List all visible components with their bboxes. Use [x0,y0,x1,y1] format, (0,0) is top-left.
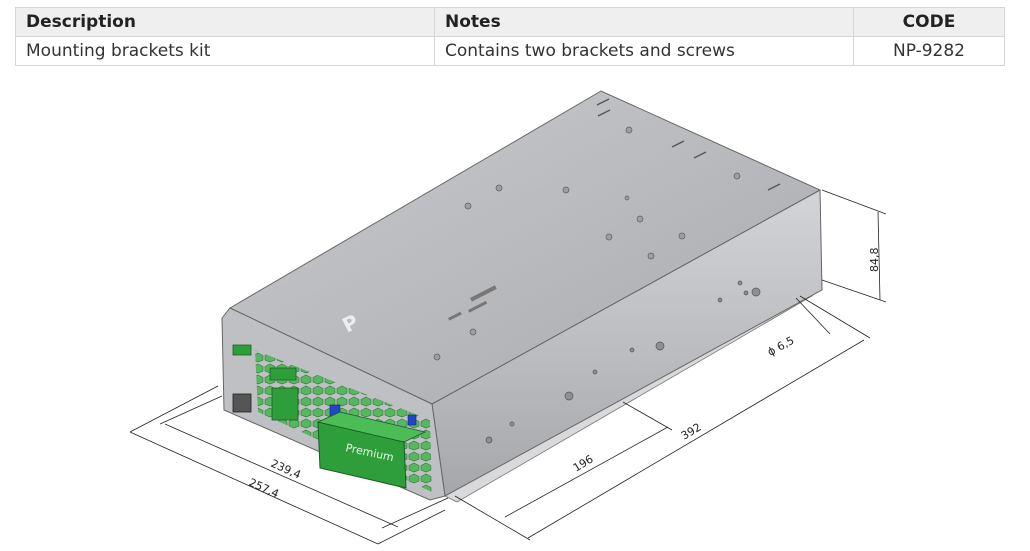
dim-height-label: 84,8 [868,248,881,273]
dim-spacing [504,401,673,518]
header-description: Description [15,7,435,37]
top-screws [433,126,741,361]
front-connector-small [232,344,252,356]
dim-height [821,189,887,303]
table-row: Mounting brackets kit Contains two brack… [15,36,1005,66]
premium-module: Premium [316,411,427,489]
header-code: CODE [853,7,1005,37]
dim-length [454,295,871,541]
dim-length-label: 392 [679,421,704,443]
dim-hole-leader [795,297,831,335]
dim-outer-width-label: 257,4 [247,476,281,501]
front-terminal-block [271,387,299,421]
spec-table: Description Notes CODE Mounting brackets… [15,7,1005,66]
technical-drawing: P Premium 84,8 ϕ 6,5 392 [129,90,887,545]
side-holes [485,280,761,444]
front-connector-strip [269,367,297,381]
cell-description: Mounting brackets kit [15,36,435,66]
table-header-row: Description Notes CODE [15,7,1005,37]
header-notes: Notes [434,7,854,37]
dim-inner-width-label: 239,4 [269,457,303,482]
dim-hole-label: ϕ 6,5 [765,334,796,359]
dim-spacing-label: 196 [571,453,596,475]
cell-notes: Contains two brackets and screws [434,36,854,66]
top-slots [596,98,781,191]
front-db-port [232,393,252,413]
dim-widths [129,385,449,545]
top-label-block [448,285,497,321]
cell-code: NP-9282 [853,36,1005,66]
